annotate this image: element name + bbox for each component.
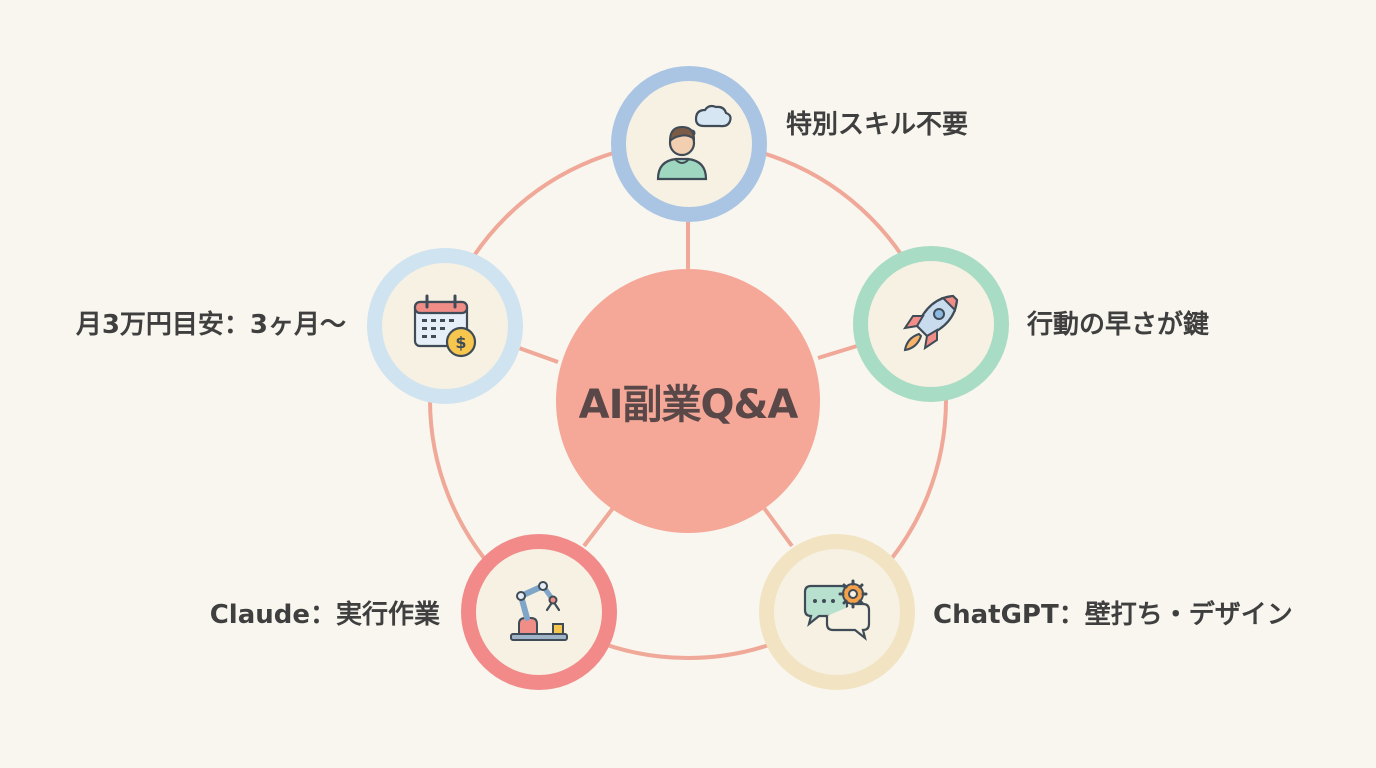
person-thinking-icon [656, 104, 732, 181]
rocket-icon [902, 294, 959, 352]
node-claude [461, 534, 617, 690]
label-skill: 特別スキル不要 [786, 110, 969, 140]
node-speed [853, 246, 1009, 402]
spoke-bottom-left [582, 506, 615, 548]
calendar-money-icon: $ [413, 294, 477, 358]
node-skill [611, 66, 767, 222]
chat-gear-icon [803, 579, 871, 641]
label-income: 月3万円目安：3ヶ月〜 [75, 310, 346, 340]
robot-arm-icon [510, 581, 568, 641]
spoke-right [817, 344, 858, 360]
node-chatgpt [759, 534, 915, 690]
node-income: $ [367, 248, 523, 404]
spoke-bottom-right [762, 506, 794, 548]
label-chatgpt: ChatGPT：壁打ち・デザイン [933, 600, 1293, 630]
label-speed: 行動の早さが鍵 [1027, 310, 1210, 340]
center-title: AI副業Q&A [578, 382, 799, 428]
spoke-left [518, 346, 559, 364]
label-claude: Claude：実行作業 [209, 600, 440, 630]
svg-text:$: $ [455, 333, 466, 352]
center-hub: AI副業Q&A [556, 269, 820, 533]
